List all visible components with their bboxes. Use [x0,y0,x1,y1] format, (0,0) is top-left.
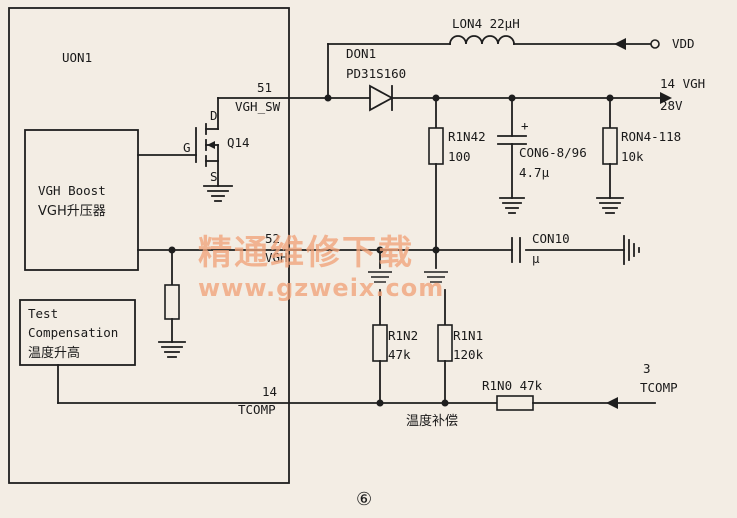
diode-part: PD31S160 [346,66,406,81]
diode-ref: DON1 [346,46,376,61]
q14-label: Q14 [227,135,250,150]
r1n0-label: R1N0 47k [482,378,543,393]
pin52-name: VGH [265,250,288,265]
drain-label: D [210,108,218,123]
pin51-name: VGH_SW [235,99,281,114]
ron4-val: 10k [621,149,644,164]
ground-symbol [368,271,448,283]
ic-outline [8,7,290,484]
diode-don1 [369,84,394,112]
inductor-label: LON4 22μH [452,16,520,31]
ic-name: UON1 [62,50,92,65]
con6-ref: CON6-8/96 [519,145,587,160]
resistor-r1n0 [496,395,534,411]
figure-number: ⑥ [356,489,372,510]
mosfet-q14 [137,97,329,187]
capacitor-con6 [497,97,527,214]
capacitor-con10 [511,237,521,263]
watermark-line1: 精通维修下载 [198,233,414,273]
vgh-out-label: 14 VGH [660,76,705,91]
pin14-name: TCOMP [238,402,276,417]
arrow-vgh-out [660,92,672,104]
ground-symbol-right [623,235,640,265]
gate-label: G [183,140,191,155]
r1n1-ref: R1N1 [453,328,483,343]
boost-block [24,129,139,271]
con10-val: μ [532,251,540,266]
test-label-2: Compensation [28,325,118,340]
resistor-r1n1 [437,324,453,362]
tcomp-net-label: TCOMP [640,380,678,395]
vdd-label: VDD [672,36,695,51]
ground-symbol [203,185,233,202]
resistor-ron4-118 [602,127,618,165]
test-label-1: Test [28,306,58,321]
test-compensation-block [19,299,136,366]
con10-ref: CON10 [532,231,570,246]
pin51-number: 51 [257,80,272,95]
source-label: S [210,169,218,184]
pin52-number: 52 [265,231,280,246]
con6-val: 4.7μ [519,165,550,180]
vgh-voltage: 28V [660,98,683,113]
watermark-line2: www.gzweix.com [198,274,444,302]
r1n1-val: 120k [453,347,484,362]
r1n42-ref: R1N42 [448,129,486,144]
temp-comp-label: 温度补偿 [406,413,458,429]
resistor-r1n2 [372,324,388,362]
boost-label-1: VGH Boost [38,183,106,198]
inductor-lon4 [449,35,515,45]
tcomp-pin-number: 3 [643,361,651,376]
resistor-left [164,284,180,320]
ground-symbol [596,197,624,214]
test-label-3: 温度升高 [28,345,80,361]
r1n42-val: 100 [448,149,471,164]
boost-label-2: VGH升压器 [38,204,106,219]
cap-polarity: + [521,118,529,133]
ron4-ref: RON4-118 [621,129,681,144]
r1n2-val: 47k [388,347,411,362]
vdd-terminal [650,39,660,49]
resistor-r1n42 [428,127,444,165]
pin14-number: 14 [262,384,277,399]
ground-symbol [158,341,186,358]
r1n2-ref: R1N2 [388,328,418,343]
